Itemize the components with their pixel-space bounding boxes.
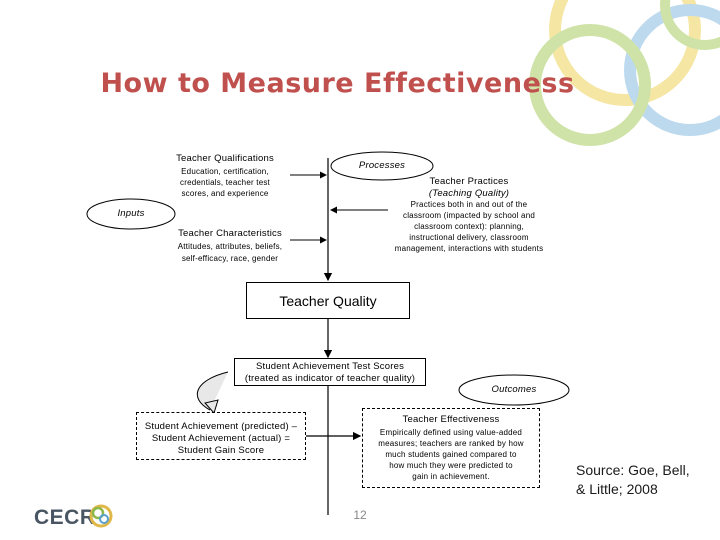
cecr-logo: CECR bbox=[34, 506, 96, 530]
effectiveness-line-1: Empirically defined using value-added bbox=[363, 428, 539, 438]
practices-box: Teacher Practices (Teaching Quality) Pra… bbox=[385, 174, 553, 256]
qualifications-line-3: scores, and experience bbox=[160, 189, 290, 199]
source-line-2: & Little; 2008 bbox=[576, 480, 690, 499]
qualifications-line-1: Education, certification, bbox=[160, 167, 290, 177]
characteristics-title: Teacher Characteristics bbox=[160, 228, 300, 240]
practices-line-4: instructional delivery, classroom bbox=[385, 233, 553, 243]
teacher-effectiveness-box: Teacher Effectiveness Empirically define… bbox=[362, 408, 540, 488]
student-achievement-line-1: Student Achievement Test Scores bbox=[235, 361, 425, 373]
effectiveness-line-2: measures; teachers are ranked by how bbox=[363, 439, 539, 449]
source-citation: Source: Goe, Bell, & Little; 2008 bbox=[576, 461, 690, 499]
effectiveness-line-3: much students gained compared to bbox=[363, 450, 539, 460]
effectiveness-line-4: how much they were predicted to bbox=[363, 461, 539, 471]
processes-label: Processes bbox=[330, 160, 434, 172]
characteristics-line-2: self-efficacy, race, gender bbox=[160, 254, 300, 264]
outcomes-label: Outcomes bbox=[458, 384, 570, 396]
gain-score-line-3: Student Gain Score bbox=[137, 445, 305, 457]
student-achievement-line-2: (treated as indicator of teacher quality… bbox=[235, 373, 425, 385]
qualifications-line-2: credentials, teacher test bbox=[160, 178, 290, 188]
practices-line-2: classroom (impacted by school and bbox=[385, 211, 553, 221]
qualifications-box: Teacher Qualifications Education, certif… bbox=[160, 150, 290, 200]
student-achievement-box: Student Achievement Test Scores (treated… bbox=[234, 358, 426, 386]
qualifications-title: Teacher Qualifications bbox=[160, 153, 290, 165]
characteristics-box: Teacher Characteristics Attitudes, attri… bbox=[160, 225, 300, 267]
characteristics-line-1: Attitudes, attributes, beliefs, bbox=[160, 242, 300, 252]
teacher-quality-label: Teacher Quality bbox=[247, 292, 409, 310]
page-number: 12 bbox=[340, 508, 380, 522]
effectiveness-line-5: gain in achievement. bbox=[363, 472, 539, 482]
teacher-quality-box: Teacher Quality bbox=[246, 282, 410, 319]
practices-line-3: classroom context): planning, bbox=[385, 222, 553, 232]
gain-score-box: Student Achievement (predicted) – Studen… bbox=[136, 412, 306, 460]
cecr-logo-icon bbox=[88, 503, 114, 529]
gain-score-line-1: Student Achievement (predicted) – bbox=[137, 421, 305, 433]
gain-score-line-2: Student Achievement (actual) = bbox=[137, 433, 305, 445]
inputs-label: Inputs bbox=[86, 208, 176, 220]
source-line-1: Source: Goe, Bell, bbox=[576, 461, 690, 480]
practices-subtitle: (Teaching Quality) bbox=[385, 188, 553, 200]
effectiveness-title: Teacher Effectiveness bbox=[363, 414, 539, 426]
practices-line-5: management, interactions with students bbox=[385, 244, 553, 254]
practices-title: Teacher Practices bbox=[385, 176, 553, 188]
practices-line-1: Practices both in and out of the bbox=[385, 200, 553, 210]
